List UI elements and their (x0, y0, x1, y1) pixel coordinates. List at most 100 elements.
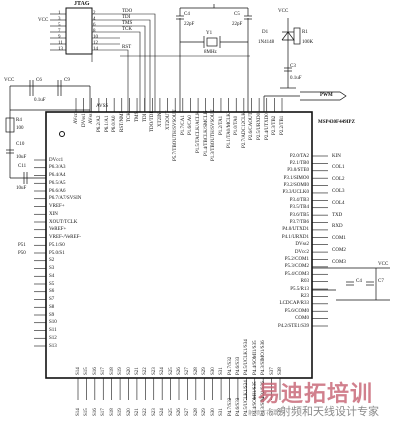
power-c6: C6 (36, 78, 42, 83)
power-c9: C9 (64, 78, 70, 83)
reset-c3: C3 (290, 64, 296, 69)
bottom-pin-net: S17 (101, 408, 107, 416)
left-pin-label: S2 (49, 258, 55, 264)
bottom-pin-label: S38 (278, 367, 283, 375)
bottom-pin-label: P4.5/UCLK1/S34 (244, 339, 250, 375)
right-pin-label: P5.2/COM1 (284, 256, 309, 262)
top-pin-label: P2.7/ADC12CLK (241, 111, 247, 148)
right-pin-label: P5.5/R13 (290, 286, 309, 292)
top-pin-label: AVss (89, 113, 95, 125)
power-c10: C10 (16, 142, 25, 147)
msp430-chip-body (45, 111, 313, 379)
bottom-pin-net: S22 (143, 408, 149, 416)
bottom-pin-net: S24 (160, 408, 166, 416)
jtag-pin-7: 7 (58, 29, 61, 34)
crystal-circuit (176, 4, 252, 112)
reset-pwm-net: PWM (320, 93, 333, 98)
chip-part-number: MSP430F449IPZ (318, 120, 355, 125)
right-pin-label: DVss2 (295, 242, 309, 248)
right-pin-label: P5.4/COM3 (284, 271, 309, 277)
top-pin-label: XT2OUT (165, 110, 171, 130)
left-pin-label: VREF-/VeREF- (49, 235, 81, 240)
left-pin-label: P6.3/A3 (49, 165, 66, 171)
bottom-pin-label: S28 (193, 367, 199, 375)
left-pin-label: XIN (49, 211, 58, 217)
crystal-c5: C5 (234, 12, 240, 17)
power-c6-val: 0.1uF (34, 98, 46, 103)
right-pin-label: P3.3/UCLK0 (282, 190, 309, 196)
right-pin-label: LCDCAP/R33 (279, 301, 309, 307)
right-net-label: COM1 (332, 236, 346, 242)
watermark-brand: 易迪拓培训 (258, 382, 374, 407)
top-pin-label: DVss1 (81, 113, 87, 127)
right-net-label: COL4 (332, 200, 345, 206)
jtag-pin-leads (50, 13, 120, 51)
right-pin-label: P5.3/COM2 (284, 264, 309, 270)
jtag-vcc-label: VCC (38, 18, 49, 23)
left-pin-label: S11 (49, 328, 57, 333)
power-c11-val: 10uF (16, 186, 27, 191)
top-pin-label: RST/NMI (119, 111, 125, 133)
jtag-pin-11: 11 (58, 41, 63, 46)
reset-c3-val: 0.1uF (290, 76, 302, 81)
reset-r1: R1 (302, 30, 308, 35)
bottom-pin-label: P4.3/SIMO1/S36 (261, 340, 267, 375)
bottom-pin-label: S31 (219, 367, 225, 375)
bottom-pin-label: S22 (143, 367, 149, 375)
bottom-pin-label: S26 (177, 367, 182, 375)
power-c10-val: 10uF (16, 155, 27, 160)
top-pin-label: AVcc (74, 113, 79, 125)
right-pin-label: P4.1/URXD1 (281, 234, 309, 240)
right-pin-label: P3.4/TB3 (289, 197, 309, 203)
top-pin-label: P2.5/URXD0 (257, 112, 263, 140)
bottom-pin-net: S15 (84, 408, 90, 416)
right-pin-label: P2.1/TB0 (289, 160, 309, 166)
bottom-pin-label: S29 (202, 367, 208, 375)
reset-vcc: VCC (278, 9, 289, 14)
right-pin-label: P3.7/TB6 (289, 220, 309, 226)
top-pin-label: P1.5/TACLK/ACLK (196, 111, 202, 153)
left-pin-label: DVcc1 (49, 157, 64, 163)
right-pin-label: P3.2/SOMI0 (283, 183, 309, 189)
top-pin-label: XT2IN (157, 112, 163, 127)
power-vcc: VCC (4, 78, 15, 83)
left-pin-label: P6.4/A4 (49, 173, 66, 178)
top-pin-label: TMS (135, 111, 141, 122)
right-pin-label: DVcc2 (294, 249, 309, 255)
left-pin-label: S12 (49, 335, 57, 341)
bottom-pin-label: S24 (160, 367, 166, 375)
left-pin-label: P6.6/A6 (49, 188, 66, 194)
left-pin-label: VREF+ (49, 204, 65, 209)
bottom-pin-label: S17 (101, 367, 107, 375)
top-pin-label: P2.4/UTXD0 (264, 113, 270, 140)
jtag-pin-5: 5 (58, 23, 61, 28)
jtag-pin-2: 2 (93, 11, 96, 16)
jtag-signal-bus (91, 13, 250, 112)
right-pin-label: P2.0/TA2 (289, 153, 309, 159)
right-pin-label: P3.1/SIMO0 (283, 175, 309, 181)
top-pin-label: P1.6/CA0 (188, 114, 194, 135)
lcd-cap-circuit (312, 267, 390, 301)
left-pin-label: P6.7/A7/SVSIN (49, 196, 82, 202)
right-pin-label: R23 (300, 293, 309, 299)
right-net-label: COM2 (332, 248, 346, 254)
bottom-pin-label: S23 (151, 367, 157, 375)
right-pin-label: P4.2/STE1/S39 (278, 323, 309, 329)
jtag-pin-10: 10 (93, 35, 98, 40)
top-pin-label: P1.0/TA0 (234, 115, 240, 135)
bottom-pin-net: S16 (92, 408, 98, 416)
crystal-y1: Y1 (206, 31, 213, 36)
bottom-pin-label: P4.7/S32 (227, 356, 233, 375)
top-pin-label: P1.3/TBOUTH/SVSOUT (211, 109, 217, 161)
jtag-connector (65, 7, 93, 55)
right-net-label: COL2 (332, 177, 345, 183)
jtag-pin-14: 14 (93, 47, 98, 52)
left-pin-label: S9 (49, 312, 55, 318)
right-net-label: COL3 (332, 188, 345, 194)
bottom-pin-net: S26 (177, 408, 182, 416)
right-pin-label: R03 (300, 279, 309, 285)
reset-r1-val: 100K (302, 40, 314, 45)
bottom-pin-net: P4.7/S32 (227, 397, 233, 416)
top-pin-label: P6.2/A2 (96, 115, 102, 133)
